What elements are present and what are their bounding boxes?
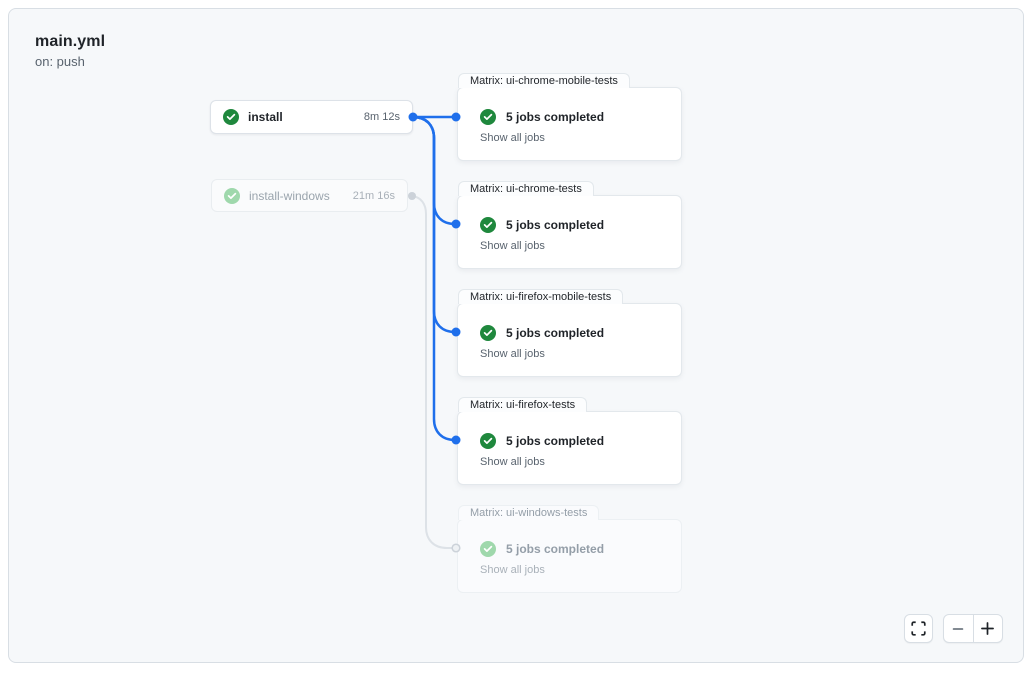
matrix-tab-label: Matrix: ui-chrome-mobile-tests (458, 73, 630, 88)
workflow-graph-panel: main.yml on: push install 8m 12s install… (8, 8, 1024, 663)
success-check-icon (480, 325, 496, 341)
show-all-jobs-link[interactable]: Show all jobs (480, 456, 545, 468)
workflow-file-title: main.yml (35, 33, 106, 50)
job-duration: 21m 16s (352, 189, 395, 202)
plus-icon (981, 622, 995, 635)
matrix-card-ui-windows-tests[interactable]: Matrix: ui-windows-tests 5 jobs complete… (457, 505, 682, 593)
show-all-jobs-link[interactable]: Show all jobs (480, 564, 545, 576)
matrix-tab-label: Matrix: ui-windows-tests (458, 505, 600, 520)
matrix-card-ui-chrome-tests[interactable]: Matrix: ui-chrome-tests 5 jobs completed… (457, 181, 682, 269)
success-check-icon (480, 433, 496, 449)
show-all-jobs-link[interactable]: Show all jobs (480, 348, 545, 360)
jobs-completed-summary: 5 jobs completed (506, 218, 605, 232)
job-duration: 8m 12s (363, 111, 400, 123)
jobs-completed-summary: 5 jobs completed (506, 110, 605, 124)
jobs-completed-summary: 5 jobs completed (506, 434, 605, 448)
job-name: install (248, 110, 283, 124)
zoom-in-button[interactable] (972, 615, 1003, 642)
success-check-icon-muted (224, 187, 240, 204)
job-node-install-windows[interactable]: install-windows 21m 16s (211, 179, 408, 212)
workflow-trigger: on: push (35, 54, 85, 69)
matrix-card-ui-chrome-mobile-tests[interactable]: Matrix: ui-chrome-mobile-tests 5 jobs co… (457, 73, 682, 161)
job-name: install-windows (249, 188, 330, 203)
success-check-icon (223, 109, 239, 125)
jobs-completed-summary: 5 jobs completed (506, 326, 605, 340)
jobs-completed-summary: 5 jobs completed (506, 542, 605, 556)
show-all-jobs-link[interactable]: Show all jobs (480, 132, 545, 144)
workflow-header: main.yml on: push (35, 33, 105, 69)
zoom-out-button[interactable] (944, 615, 973, 642)
fit-to-screen-icon (911, 621, 926, 636)
success-check-icon-muted (480, 541, 496, 557)
success-check-icon (480, 217, 496, 233)
matrix-tab-label: Matrix: ui-firefox-tests (458, 397, 588, 412)
matrix-card-ui-firefox-mobile-tests[interactable]: Matrix: ui-firefox-mobile-tests 5 jobs c… (457, 289, 682, 377)
job-node-install[interactable]: install 8m 12s (210, 100, 413, 134)
fit-to-screen-button[interactable] (904, 614, 933, 643)
success-check-icon (480, 109, 496, 125)
matrix-tab-label: Matrix: ui-firefox-mobile-tests (458, 289, 624, 304)
minus-icon (952, 627, 964, 630)
zoom-controls (943, 614, 1003, 643)
matrix-tab-label: Matrix: ui-chrome-tests (458, 181, 594, 196)
show-all-jobs-link[interactable]: Show all jobs (480, 240, 545, 252)
matrix-card-ui-firefox-tests[interactable]: Matrix: ui-firefox-tests 5 jobs complete… (457, 397, 682, 485)
